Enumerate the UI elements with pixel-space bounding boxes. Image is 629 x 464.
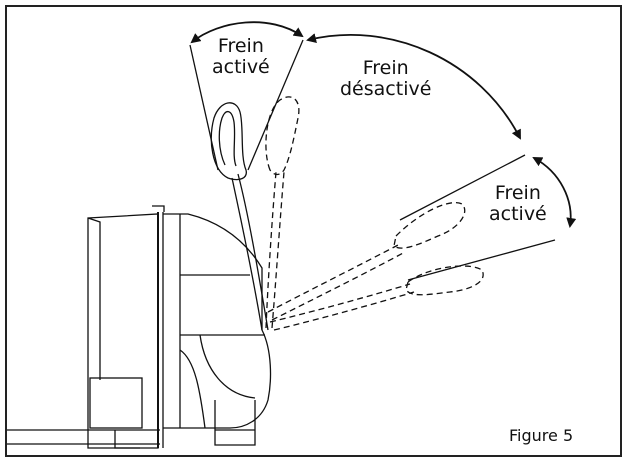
label-brake-on-right: Frein activé	[489, 183, 547, 225]
truck-body	[87, 205, 272, 449]
fork	[7, 429, 160, 445]
label-brake-off-line1: Frein	[362, 57, 409, 79]
label-brake-off-line2: désactivé	[340, 77, 432, 100]
label-brake-on-right-line2: activé	[489, 202, 547, 225]
label-brake-on-top-line2: activé	[212, 55, 270, 78]
label-brake-off: Frein désactivé	[340, 58, 431, 100]
tiller-dashed-low	[269, 265, 484, 331]
arc-arrow-brake-on-right	[532, 157, 577, 228]
label-brake-on-top: Frein activé	[212, 36, 270, 78]
label-brake-on-right-line1: Frein	[494, 182, 541, 204]
arc-arrow-brake-off	[306, 33, 521, 140]
tiller-dashed-middle	[267, 202, 466, 321]
angle-guide-lines	[189, 39, 556, 281]
figure-caption: Figure 5	[509, 426, 574, 445]
arc-arrow-brake-on-top	[190, 21, 304, 44]
tiller-arm	[210, 102, 269, 331]
tiller-dashed-vertical	[265, 96, 300, 329]
label-brake-on-top-line1: Frein	[217, 35, 264, 57]
